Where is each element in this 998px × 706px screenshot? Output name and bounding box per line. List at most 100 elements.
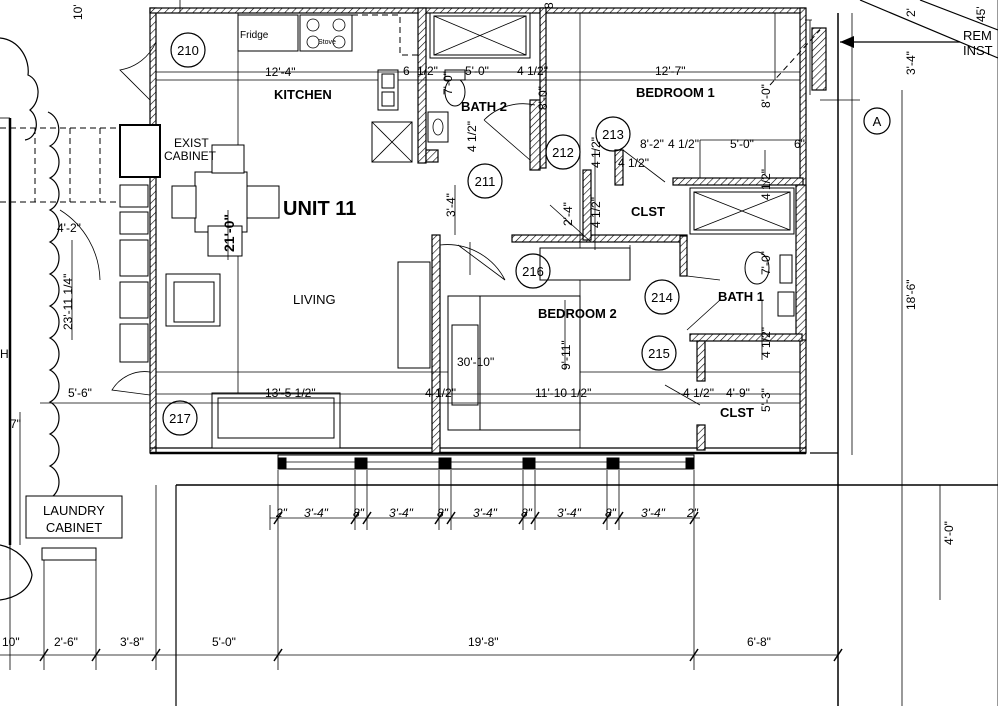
dim-4-1-2-v3: 4 1/2" xyxy=(589,137,603,168)
room-living: LIVING xyxy=(293,292,336,307)
dim-right-4-0: 4'-0" xyxy=(942,521,956,545)
dim-ticks xyxy=(39,511,843,662)
room-tag-211-label: 211 xyxy=(475,174,496,189)
dim-23-11-1-4: 23'-11 1/4" xyxy=(61,274,75,330)
bottom-dim: 3'-8" xyxy=(120,635,144,649)
window-dims: 2" 3'-4" 8" 3'-4" 8" 3'-4" 8" 3'-4" 8" 3… xyxy=(275,506,699,520)
room-closet-a: CLST xyxy=(631,204,665,219)
dim-4-1-2-e: 4 1/2" xyxy=(683,386,714,400)
bottom-dim: 2'-6" xyxy=(54,635,78,649)
dim-4-1-2-a: 4 1/2" xyxy=(517,64,548,78)
dim-2-4-v: 2'-4" xyxy=(561,202,575,226)
stove-label: Stove xyxy=(318,39,336,46)
section-marker xyxy=(863,107,891,135)
dim-6: 6 xyxy=(403,64,410,78)
dim-kitchen-width: 12'-4" xyxy=(265,65,296,79)
fridge xyxy=(237,14,299,52)
laundry-note-2: CABINET xyxy=(46,520,102,535)
dim-bedroom2-width: 30'-10" xyxy=(457,355,494,369)
dim-bedroom2-width-2: 11'-10 1/2" xyxy=(535,386,591,400)
dim-right-3-4: 3'-4" xyxy=(904,51,918,75)
windows xyxy=(277,454,695,470)
dim-3-4-v: 3'-4" xyxy=(444,193,458,217)
exist-cabinet-note-2: CABINET xyxy=(164,149,217,163)
bedroom-2-furniture xyxy=(439,244,631,431)
kitchen: Fridge Stove xyxy=(119,14,418,163)
room-bath-1: BATH 1 xyxy=(718,289,764,304)
dim-bath2-width: 5'-0" xyxy=(465,64,489,78)
dim-4-1-2-v2: 4 1/2" xyxy=(589,197,603,228)
laundry-note-1: LAUNDRY xyxy=(43,503,105,518)
window-dim: 3'-4" xyxy=(389,506,414,520)
bath-2-fixtures xyxy=(427,12,536,161)
dim-bedroom1-depth: 8'-0" xyxy=(759,84,773,108)
left-h-note: H xyxy=(0,347,9,361)
dim-living-width: 13'-5 1/2" xyxy=(265,386,316,400)
window-dim: 3'-4" xyxy=(304,506,329,520)
notes: EXIST CABINET LAUNDRY CABINET REM INST H… xyxy=(0,28,993,539)
window-sill xyxy=(41,547,97,561)
dim-top-10: 10' xyxy=(71,4,85,20)
section-marker-label: A xyxy=(873,114,882,129)
room-tag-217 xyxy=(162,400,198,436)
dim-6-b: 6" xyxy=(794,137,805,151)
dim-4-9: 4'-9" xyxy=(726,386,750,400)
room-tag-211 xyxy=(467,163,503,199)
remove-note-1: REM xyxy=(963,28,992,43)
room-tag-214-label: 214 xyxy=(651,290,673,305)
dimension-lines xyxy=(0,13,941,670)
window-dim: 2" xyxy=(686,506,699,520)
window-dim: 8" xyxy=(437,506,449,520)
room-closet-b: CLST xyxy=(720,405,754,420)
dim-4-2: 4'-2" xyxy=(57,221,81,235)
window-dim: 2" xyxy=(275,506,288,520)
window-dim: 8" xyxy=(521,506,533,520)
room-bath-2: BATH 2 xyxy=(461,99,507,114)
dim-4-1-2-b: 4 1/2" xyxy=(668,137,699,151)
room-tag-212-label: 212 xyxy=(552,145,574,160)
room-tag-213-label: 213 xyxy=(602,127,624,142)
remove-note-2: INST xyxy=(963,43,993,58)
laundry-cabinet xyxy=(25,495,123,539)
window-dim: 8" xyxy=(605,506,617,520)
dim-bedroom1-width: 12'-7" xyxy=(655,64,686,78)
dim-4-1-2-d: 4 1/2" xyxy=(425,386,456,400)
exist-cabinet-note-1: EXIST xyxy=(174,136,209,150)
room-tag-210-label: 210 xyxy=(177,43,199,58)
room-tag-217-label: 217 xyxy=(169,411,191,426)
dim-bath1-depth: 7'-0" xyxy=(759,251,773,275)
bottom-dim: 10" xyxy=(2,635,20,649)
dim-top-2: 2' xyxy=(904,8,918,17)
left-landscape xyxy=(0,37,155,601)
room-bedroom-1: BEDROOM 1 xyxy=(636,85,715,100)
fridge-label: Fridge xyxy=(240,30,269,41)
dim-living-depth: 21'-0" xyxy=(221,214,237,252)
room-bedroom-2: BEDROOM 2 xyxy=(538,306,617,321)
dim-5-6: 5'-6" xyxy=(68,386,92,400)
room-tag-213 xyxy=(595,116,631,152)
bath-1-fixtures xyxy=(686,187,795,331)
room-tags: 210 211 212 213 214 215 216 217 A xyxy=(162,32,891,436)
room-tag-216 xyxy=(515,253,551,289)
room-names: KITCHEN LIVING BATH 2 BATH 1 BEDROOM 1 B… xyxy=(274,85,764,420)
window-dim: 8" xyxy=(353,506,365,520)
dim-4-1-2-c: 4 1/2" xyxy=(618,156,649,170)
dim-top-45: 45' xyxy=(974,6,988,22)
dim-4-1-2-v4: 4 1/2" xyxy=(759,169,773,200)
window-dim: 3'-4" xyxy=(473,506,498,520)
room-tag-212 xyxy=(545,134,581,170)
unit-title: UNIT 11 xyxy=(283,198,356,220)
room-tag-215-label: 215 xyxy=(648,346,670,361)
room-tag-216-label: 216 xyxy=(522,264,544,279)
dim-top-8: 8 xyxy=(542,2,556,9)
dim-bath2-depth: 7'-0" xyxy=(441,71,455,95)
room-tag-214 xyxy=(644,279,680,315)
bedroom-1-doors xyxy=(549,149,701,406)
dim-5-3: 5'-3" xyxy=(759,388,773,412)
dim-4-1-2-v: 4 1/2" xyxy=(465,121,479,152)
window-dim: 3'-4" xyxy=(557,506,582,520)
bottom-dim: 6'-8" xyxy=(747,635,771,649)
dim-8-0-a: 8'-0" xyxy=(536,86,550,110)
dim-4-1-2-v5: 4 1/2" xyxy=(759,327,773,358)
